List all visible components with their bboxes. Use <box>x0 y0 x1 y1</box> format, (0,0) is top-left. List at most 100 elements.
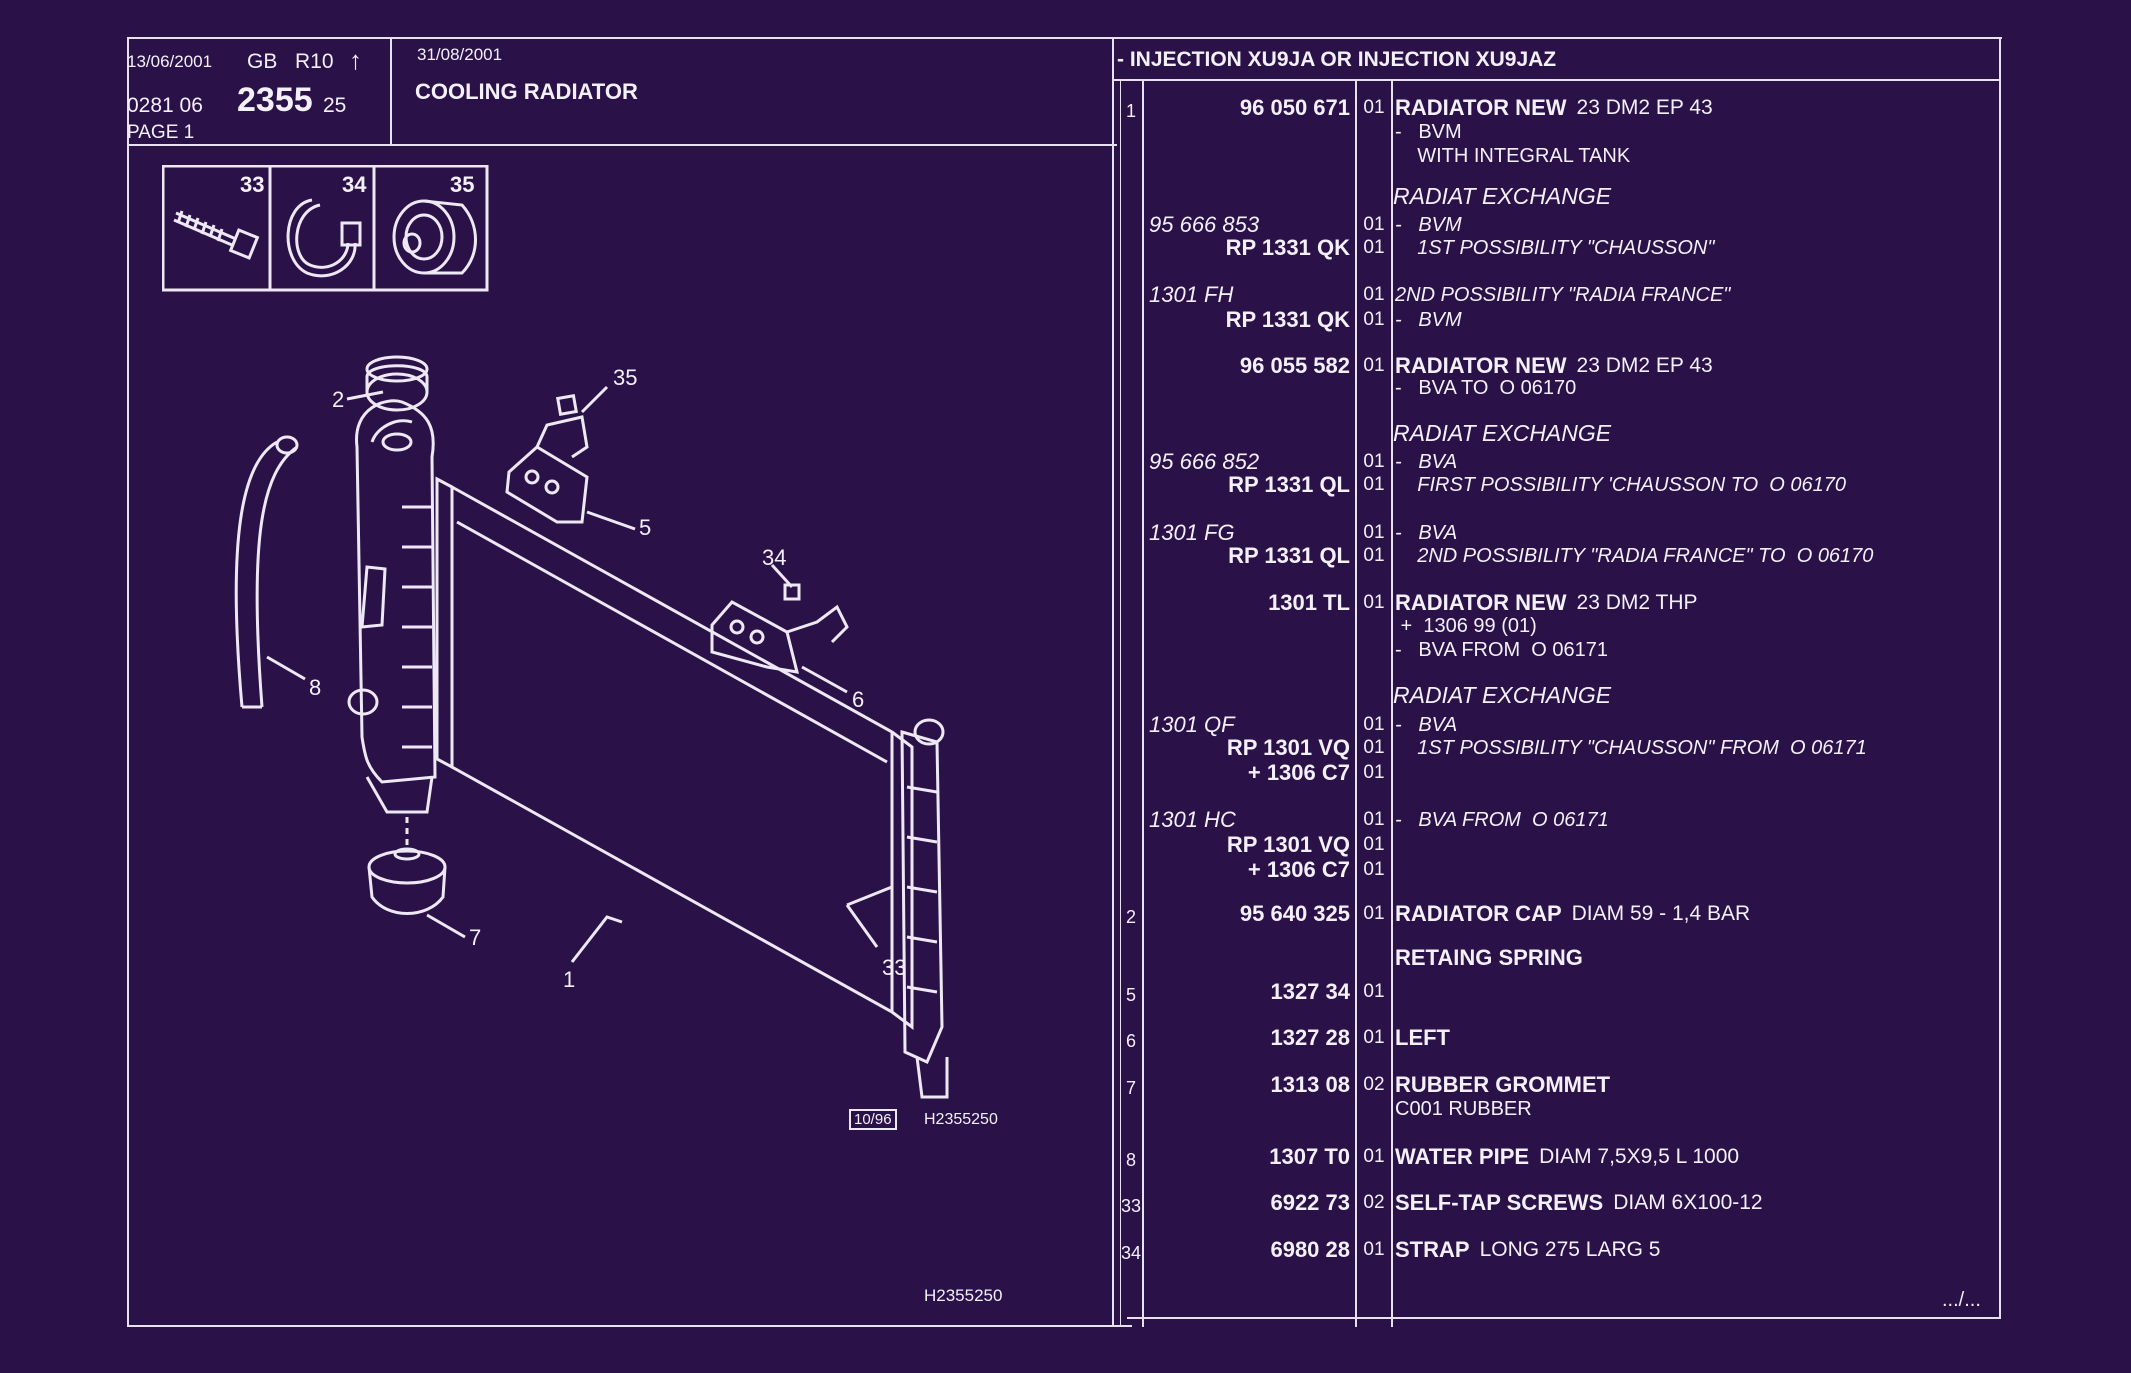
part-number: 6922 73 <box>1270 1190 1350 1215</box>
part-number: RP 1331 QK <box>1225 307 1350 332</box>
callout-6: 6 <box>852 687 864 712</box>
row-qty: 01 <box>1363 309 1385 330</box>
item-subline: - BVM <box>1395 121 1462 143</box>
item-subline-italic: FIRST POSSIBILITY 'CHAUSSON TO O 06170 <box>1395 474 1846 496</box>
diagram-ref-bottom: H2355250 <box>924 1286 1003 1305</box>
part-number: 1327 28 <box>1270 1025 1350 1050</box>
callout-2: 2 <box>332 387 344 412</box>
item-description: DIAM 6X100-12 <box>1613 1191 1763 1214</box>
column-divider-ref2 <box>1142 81 1144 1327</box>
row-qty: 01 <box>1363 834 1385 855</box>
inset-number-33: 33 <box>240 172 264 197</box>
item-subline: C001 RUBBER <box>1395 1098 1532 1120</box>
sheet-border-bottom-right <box>1127 1317 2001 1319</box>
row-qty: 01 <box>1363 809 1385 830</box>
alt-part-number: 1301 FG <box>1149 520 1235 545</box>
header-rev: R10 <box>295 50 334 73</box>
exchange-title: RADIAT EXCHANGE <box>1393 183 1612 209</box>
radiator-core-icon <box>435 476 914 1030</box>
inset-number-35: 35 <box>450 172 474 197</box>
part-number: 1307 T0 <box>1269 1144 1350 1169</box>
header-date-left: 13/06/2001 <box>127 52 213 71</box>
header-rule <box>127 144 1117 146</box>
header-lang: GB <box>247 50 278 73</box>
row-ref: 8 <box>1125 1150 1136 1170</box>
table-app-rule <box>1112 79 2001 81</box>
item-title: WATER PIPE <box>1395 1144 1530 1169</box>
hardware-inset: 33 34 35 <box>162 165 489 292</box>
application-header: - INJECTION XU9JA OR INJECTION XU9JAZ <box>1117 48 1557 71</box>
item-title: RADIATOR CAP <box>1395 901 1562 926</box>
part-number: RP 1331 QL <box>1228 543 1350 568</box>
part-number: RP 1301 VQ <box>1226 735 1350 760</box>
part-number: + 1306 C7 <box>1247 857 1350 882</box>
item-subline-italic: - BVA FROM O 06171 <box>1395 809 1609 831</box>
callout-33: 33 <box>882 955 906 980</box>
exchange-title: RADIAT EXCHANGE <box>1393 682 1612 708</box>
item-description: 23 DM2 EP 43 <box>1576 96 1713 119</box>
sheet-border-left <box>127 37 129 1327</box>
row-ref: 2 <box>1125 907 1136 927</box>
item-subline-italic: 1ST POSSIBILITY "CHAUSSON" FROM O 06171 <box>1395 737 1867 759</box>
part-number: + 1306 C7 <box>1247 760 1350 785</box>
part-number: 1327 34 <box>1270 979 1350 1004</box>
inset-number-34: 34 <box>342 172 367 197</box>
row-qty: 01 <box>1363 981 1385 1002</box>
part-number: RP 1331 QK <box>1225 235 1350 260</box>
alt-part-number: 95 666 853 <box>1149 212 1260 237</box>
part-number: 96 055 582 <box>1239 353 1350 378</box>
callout-34: 34 <box>762 545 786 570</box>
screw-icon <box>173 210 260 260</box>
continued-marker: .../... <box>1942 1289 1981 1311</box>
row-qty: 01 <box>1363 762 1385 783</box>
row-qty: 01 <box>1363 737 1385 758</box>
row-qty: 01 <box>1363 97 1385 118</box>
item-subline-italic: 2ND POSSIBILITY "RADIA FRANCE" TO O 0617… <box>1395 545 1874 567</box>
right-tank-icon <box>900 718 949 1099</box>
alt-part-number: 1301 HC <box>1149 807 1236 832</box>
row-qty: 01 <box>1363 903 1385 924</box>
row-qty: 01 <box>1363 284 1385 305</box>
item-title: SELF-TAP SCREWS <box>1395 1190 1604 1215</box>
bracket-right-icon <box>710 583 849 674</box>
row-qty: 01 <box>1363 1146 1385 1167</box>
item-subline-italic: - BVA <box>1395 714 1458 736</box>
alt-part-number: 1301 QF <box>1149 712 1235 737</box>
radiator-cap-icon <box>365 355 429 452</box>
row-qty: 01 <box>1363 355 1385 376</box>
header-code-prefix: 0281 06 <box>127 94 203 117</box>
bottom-grommet-icon <box>367 817 447 915</box>
callout-7: 7 <box>469 925 481 950</box>
row-ref: 5 <box>1125 985 1136 1005</box>
item-description: 23 DM2 THP <box>1576 591 1698 614</box>
sheet-border-top-left <box>127 37 1117 39</box>
column-divider-ref <box>1120 81 1121 1327</box>
header-code-main: 2355 <box>237 81 313 119</box>
header-code-suffix: 25 <box>323 94 347 117</box>
sheet-border-right <box>1999 37 2001 1319</box>
column-divider-main <box>1112 37 1114 1327</box>
grommet-icon <box>392 199 477 275</box>
row-qty: 01 <box>1363 522 1385 543</box>
item-subline: - BVA FROM O 06171 <box>1395 639 1609 661</box>
item-title: RADIATOR NEW <box>1395 353 1567 378</box>
header-date-right: 31/08/2001 <box>417 45 503 64</box>
row-qty: 01 <box>1363 859 1385 880</box>
row-qty: 01 <box>1363 714 1385 735</box>
item-subline-italic: - BVA <box>1395 451 1458 473</box>
item-title: RETAING SPRING <box>1395 945 1583 970</box>
part-number: 6980 28 <box>1270 1237 1350 1262</box>
callout-8: 8 <box>309 675 321 700</box>
radiator-diagram: 2 35 5 34 6 8 7 1 33 <box>234 355 949 1099</box>
column-divider-qty <box>1391 81 1393 1327</box>
header-divider <box>390 37 392 145</box>
item-subline-italic: - BVM <box>1395 214 1462 236</box>
part-number: RP 1331 QL <box>1228 472 1350 497</box>
row-qty: 01 <box>1363 1027 1385 1048</box>
callout-1: 1 <box>563 967 575 992</box>
sheet-border-bottom <box>127 1325 1132 1327</box>
bracket-left-icon <box>505 393 589 524</box>
part-number: RP 1301 VQ <box>1226 832 1350 857</box>
alt-part-number: 95 666 852 <box>1149 449 1260 474</box>
row-ref: 7 <box>1125 1078 1136 1098</box>
